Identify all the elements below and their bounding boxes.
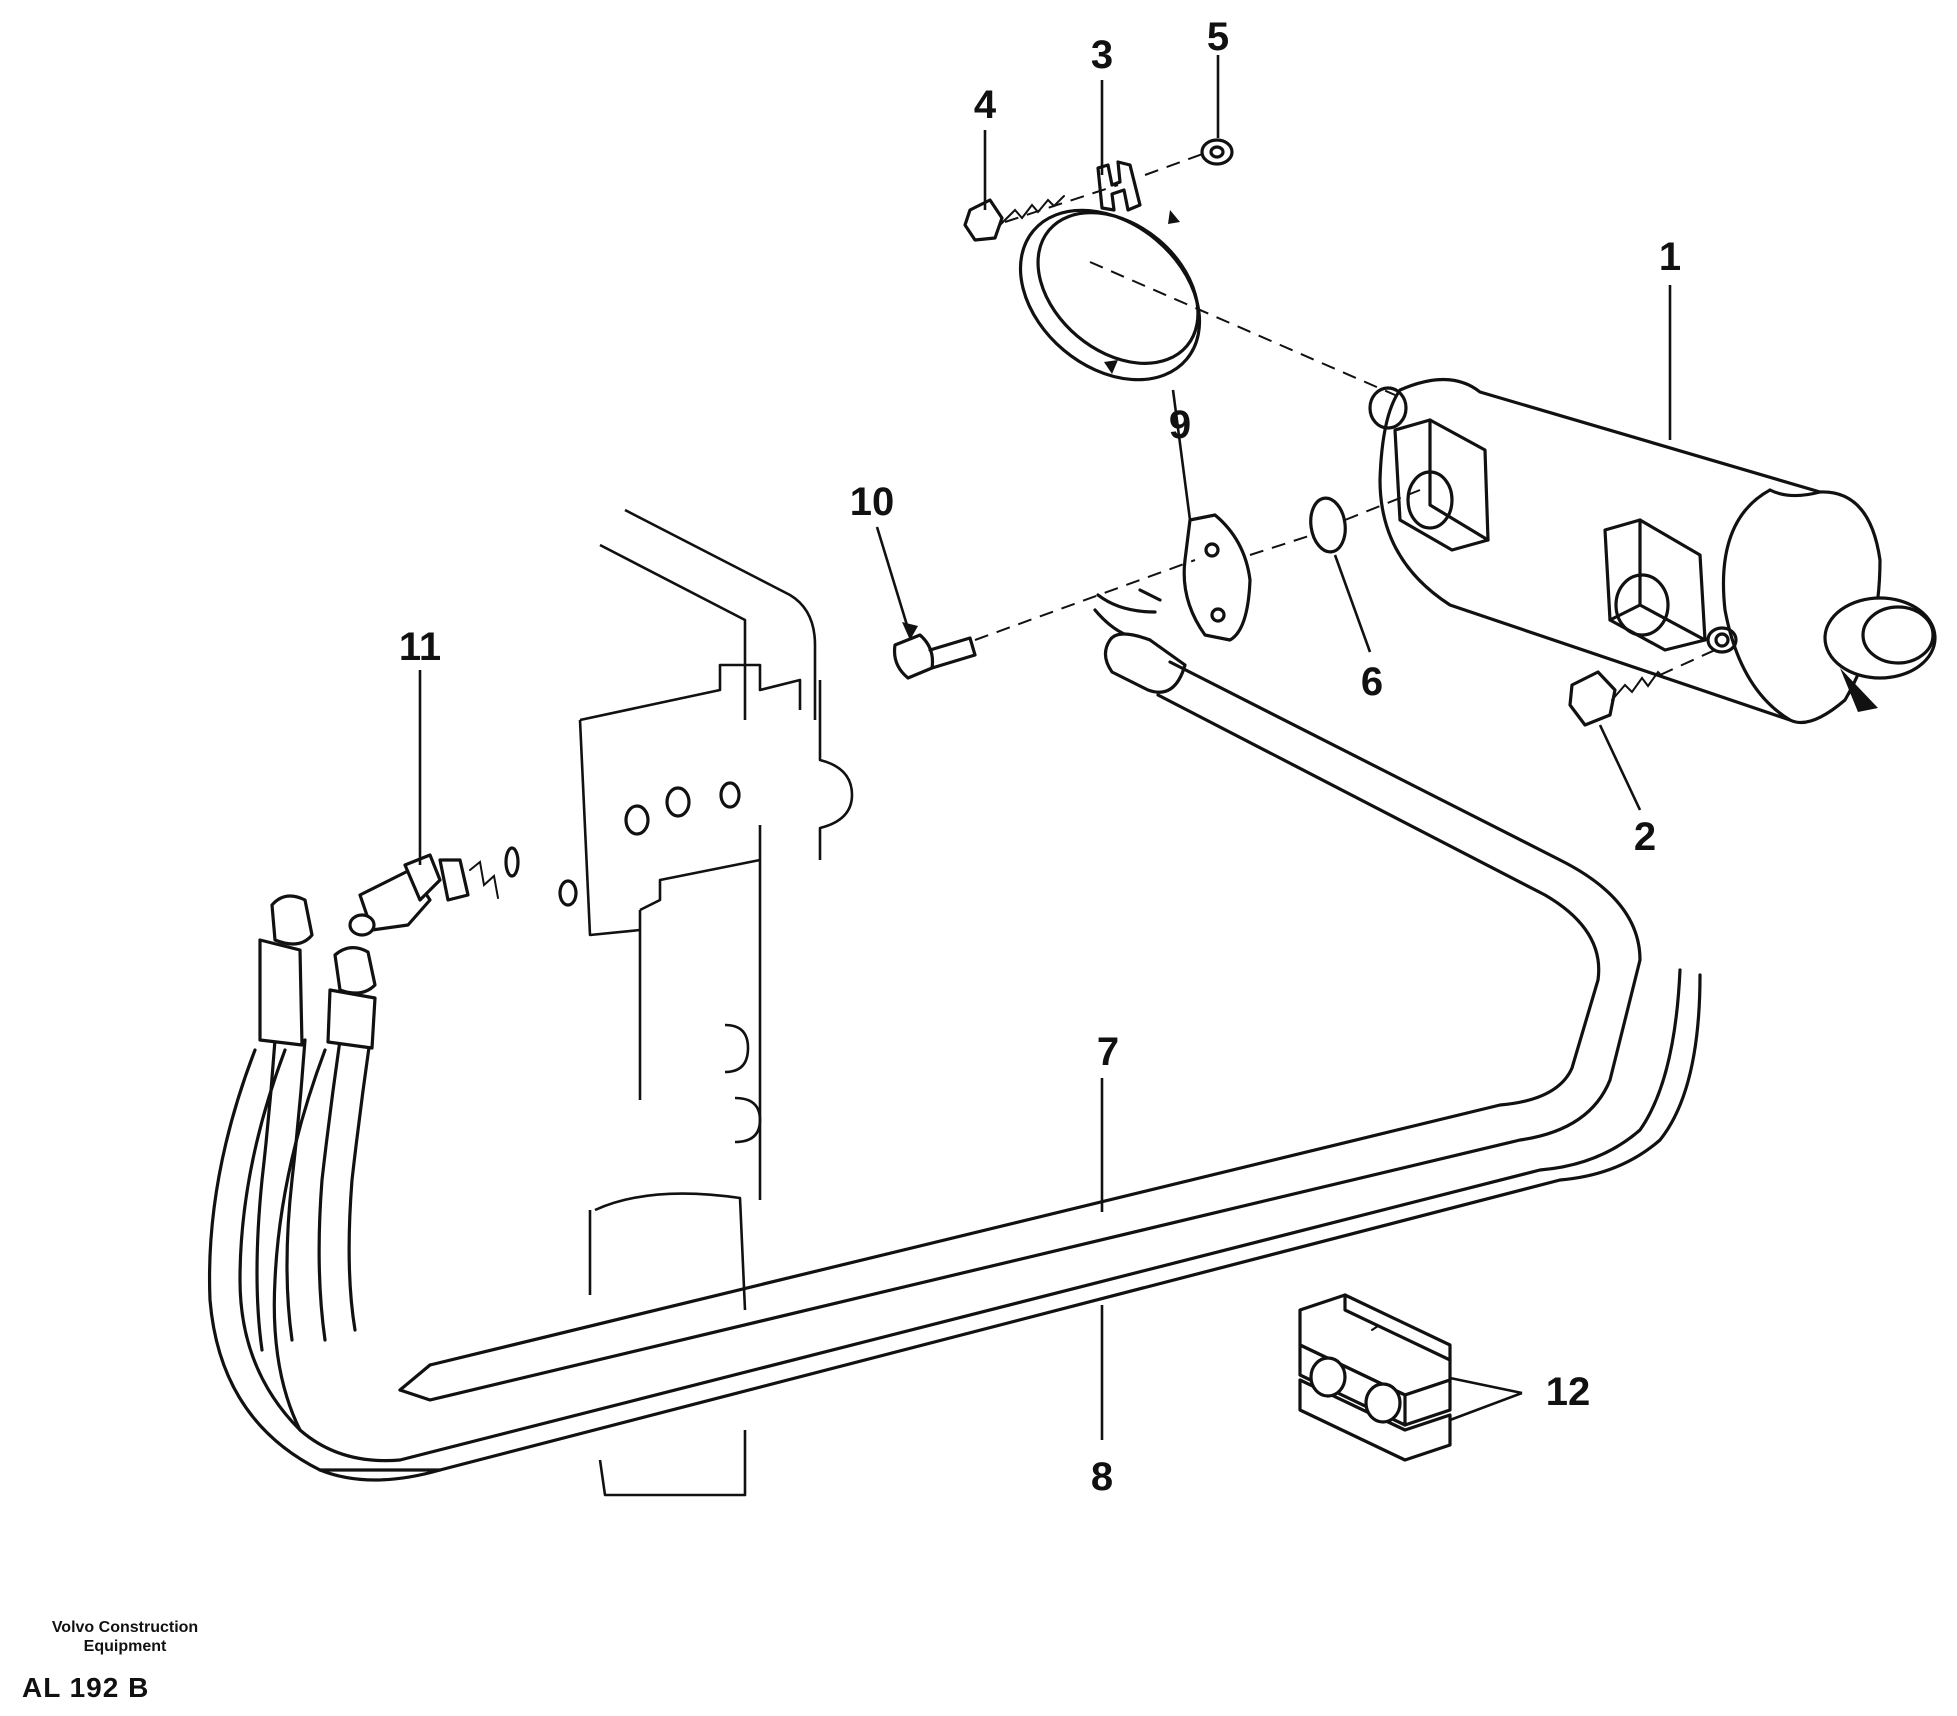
clamp-bolt	[963, 195, 1065, 242]
o-ring	[1309, 496, 1347, 554]
callout-10: 10	[850, 480, 895, 524]
filter-screw	[1568, 670, 1665, 727]
callout-8: 8	[1091, 1455, 1113, 1499]
callout-11: 11	[399, 625, 441, 669]
callout-3: 3	[1091, 33, 1113, 77]
hose-clip	[1298, 1293, 1452, 1462]
callout-9: 9	[1169, 403, 1191, 447]
clamp-ring	[1018, 160, 1202, 382]
clamp-nut	[1200, 138, 1234, 166]
callout-6: 6	[1361, 660, 1383, 704]
callout-12: 12	[1546, 1370, 1591, 1414]
assembly-lines	[974, 151, 1716, 676]
company-line-2: Equipment	[83, 1638, 167, 1655]
filter-housing	[1368, 377, 1937, 725]
callout-7: 7	[1097, 1030, 1119, 1074]
callout-4: 4	[974, 83, 997, 127]
elbow-fitting	[348, 846, 520, 937]
callout-2: 2	[1634, 815, 1656, 859]
drawing-code: AL 192 B	[22, 1672, 150, 1703]
callout-1: 1	[1659, 235, 1681, 279]
leader-lines	[418, 55, 1672, 1440]
flange	[1182, 513, 1252, 642]
company-caption: Volvo Construction Equipment	[30, 1618, 220, 1656]
transmission-housing-outline	[558, 508, 854, 1497]
company-line-1: Volvo Construction	[51, 1619, 199, 1636]
callout-5: 5	[1207, 15, 1229, 59]
hose-pair	[207, 588, 1702, 1482]
flange-screw	[892, 633, 977, 680]
